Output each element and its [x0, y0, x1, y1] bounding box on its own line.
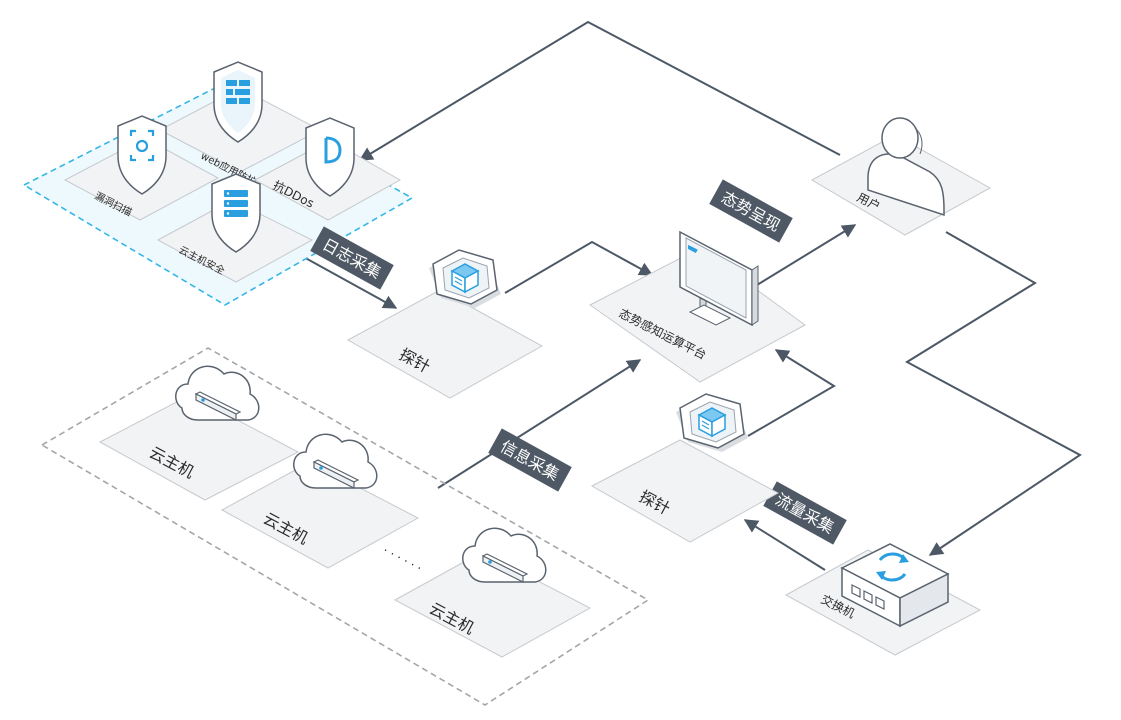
tag-log-collect: 日志采集: [310, 226, 394, 290]
cloud-host-ellipsis: · · · · · ·: [381, 543, 425, 575]
cloud-server-icon: [293, 433, 378, 489]
line-probe-to-platform: [504, 240, 654, 294]
switch-node: 交换机: [784, 543, 982, 656]
line-hosts-to-platform: [437, 359, 642, 489]
probe-hex-icon: [429, 249, 501, 308]
cloud-host-zone-outline: [40, 347, 650, 706]
cloud-server-icon: [175, 365, 260, 421]
probe-bottom-node: 探针: [590, 393, 780, 543]
user-icon: [867, 117, 945, 217]
line-user-to-security: [358, 20, 841, 161]
tag-traffic-collect: 流量采集: [763, 481, 847, 545]
platform-node: 态势感知运算平台: [589, 230, 806, 383]
cloud-host-zone: 云主机 云主机 · · · · · · 云主机: [40, 347, 650, 706]
user-node: 用户: [810, 117, 992, 236]
tag-presentation: 态势呈现: [709, 179, 793, 243]
line-probe2-to-platform: [747, 349, 836, 437]
cloud-host-1: 云主机: [98, 365, 300, 501]
cloud-host-3: 云主机: [393, 527, 592, 658]
probe-top-node: 探针: [346, 249, 544, 399]
switch-icon: [840, 543, 950, 628]
firewall-shield-icon: [213, 61, 263, 143]
cloud-server-icon: [462, 527, 547, 583]
scan-shield-icon: [117, 115, 167, 195]
line-security-to-probe: [299, 254, 398, 309]
tile-host-security: 云主机安全: [156, 173, 314, 283]
tag-info-collect: 信息采集: [488, 428, 572, 492]
connection-lines: [299, 20, 1082, 571]
tile-anti-ddos: 抗DDos: [253, 117, 402, 221]
line-user-to-switch: [904, 231, 1082, 556]
server-shield-icon: [211, 173, 261, 253]
probe-hex-icon: [676, 393, 748, 452]
line-switch-to-probe2: [743, 519, 826, 571]
line-platform-to-user: [756, 224, 857, 286]
monitor-icon: [679, 230, 759, 327]
ddos-shield-icon: [305, 117, 355, 197]
tile-waf: web应用防护: [158, 61, 322, 188]
